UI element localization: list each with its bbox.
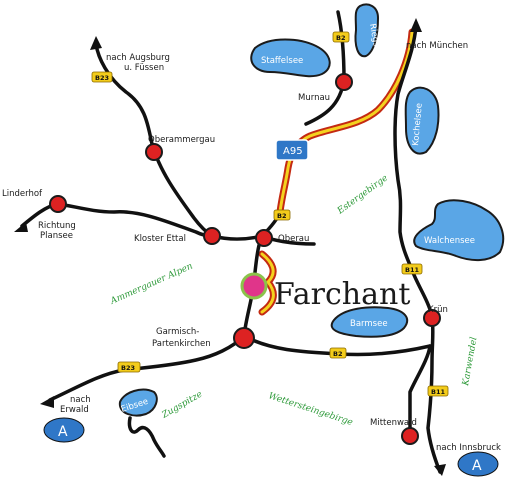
town-linderhof-marker[interactable]	[49, 195, 67, 213]
label-partenkirchen: Partenkirchen	[152, 339, 211, 349]
sign-a-west[interactable]: A	[43, 417, 85, 443]
label-richtung: Richtung	[38, 221, 76, 231]
label-murnau: Murnau	[298, 93, 330, 103]
direction-arrows	[14, 18, 446, 476]
lake-kochelsee[interactable]	[404, 86, 440, 155]
sign-a95[interactable]: A95	[275, 139, 309, 161]
label-mittenwald: Mittenwald	[370, 418, 417, 428]
shield-b2-south: B2	[329, 347, 347, 359]
arrow-muenchen-icon	[410, 18, 422, 32]
label-karwendel: Karwendel	[461, 336, 480, 387]
svg-text:B11: B11	[405, 266, 419, 274]
shield-b2-mid: B2	[273, 209, 291, 221]
label-plansee: Plansee	[40, 231, 73, 241]
svg-text:B2: B2	[333, 350, 342, 358]
svg-text:B2: B2	[336, 34, 345, 42]
lake-staffelsee-label: Staffelsee	[261, 56, 303, 66]
label-oberau: Oberau	[278, 234, 309, 244]
lake-walchensee-label: Walchensee	[424, 236, 475, 246]
town-oberau-marker[interactable]	[255, 229, 273, 247]
arrow-plansee-icon	[14, 222, 28, 232]
label-innsbruck: nach Innsbruck	[436, 443, 501, 453]
arrow-innsbruck-icon	[434, 464, 446, 476]
label-zugspitze: Zugspitze	[160, 390, 205, 422]
label-fuessen: u. Füssen	[124, 63, 164, 73]
svg-text:B2: B2	[277, 212, 286, 220]
svg-text:B23: B23	[121, 364, 135, 372]
svg-text:B23: B23	[95, 74, 109, 82]
arrow-augsburg-icon	[90, 36, 102, 50]
label-ammergauer-alpen: Ammergauer Alpen	[108, 261, 194, 307]
route-shields: B2 B23 B2 B2 B23 B11 B11	[91, 31, 449, 397]
town-oberammergau-marker[interactable]	[145, 143, 163, 161]
label-estergebirge: Estergebirge	[335, 173, 390, 217]
lakes: Staffelsee Riegsee Kochelsee Walchensee …	[118, 3, 505, 417]
label-linderhof: Linderhof	[2, 189, 43, 199]
place-labels: nach Augsburg u. Füssen nach München Mur…	[2, 41, 501, 453]
label-kloster-ettal: Kloster Ettal	[134, 234, 186, 244]
town-mittenwald-marker[interactable]	[401, 427, 419, 445]
lake-kochelsee-label: Kochelsee	[411, 103, 425, 147]
shield-b11-north: B11	[401, 263, 423, 275]
svg-text:A: A	[58, 424, 68, 440]
shield-b2-north: B2	[332, 31, 350, 43]
label-augsburg: nach Augsburg	[106, 53, 170, 63]
lake-eibsee[interactable]	[118, 388, 158, 417]
lake-riegsee[interactable]	[354, 3, 380, 58]
map-title: Farchant	[274, 277, 410, 312]
label-erwald: Erwald	[60, 405, 89, 415]
sign-a-east[interactable]: A	[457, 451, 499, 477]
shield-b11-south: B11	[427, 385, 449, 397]
lake-walchensee[interactable]	[413, 199, 505, 262]
label-muenchen: nach München	[406, 41, 468, 51]
farchant-marker[interactable]	[240, 272, 268, 300]
shield-b23-north: B23	[91, 71, 113, 83]
svg-text:A: A	[472, 458, 482, 474]
lake-staffelsee[interactable]	[250, 38, 331, 78]
town-kruen-marker[interactable]	[423, 309, 441, 327]
town-murnau-marker[interactable]	[335, 73, 353, 91]
label-nach-erwald: nach	[70, 395, 91, 405]
lake-barmsee[interactable]	[330, 306, 409, 338]
towns	[49, 73, 441, 445]
motorway-a95	[258, 28, 416, 316]
label-garmisch: Garmisch-	[156, 327, 199, 337]
label-wettersteingebirge: Wettersteingebirge	[267, 391, 354, 428]
shield-b23-south: B23	[117, 361, 141, 373]
svg-text:A95: A95	[283, 146, 303, 157]
label-oberammergau: Oberammergau	[148, 135, 215, 145]
lake-barmsee-label: Barmsee	[350, 319, 388, 329]
arrow-erwald-icon	[40, 396, 54, 408]
autobahn-signs: A95 A A	[43, 139, 499, 477]
label-kruen: Krün	[428, 305, 448, 315]
town-garmisch-marker[interactable]	[233, 327, 255, 349]
town-kloster-ettal-marker[interactable]	[203, 227, 221, 245]
svg-text:B11: B11	[431, 388, 445, 396]
